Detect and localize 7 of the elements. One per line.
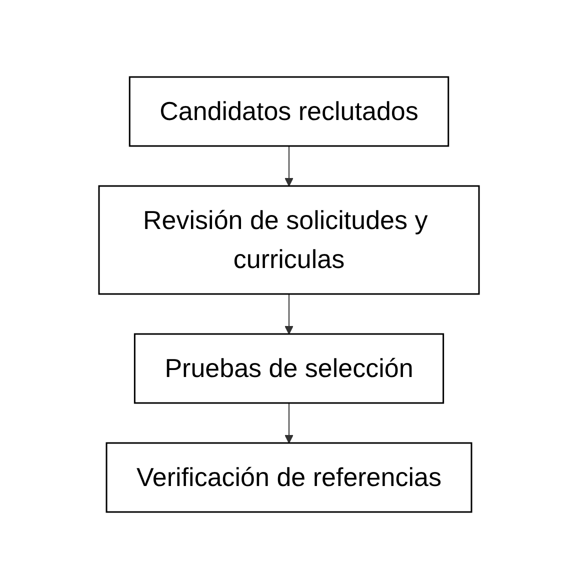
arrow bbox=[284, 293, 293, 334]
node-box: Pruebas de selección bbox=[133, 332, 444, 404]
arrow bbox=[284, 402, 293, 443]
arrow bbox=[284, 145, 293, 186]
node-box: Verificación de referencias bbox=[105, 442, 472, 512]
node-box: Candidatos reclutados bbox=[128, 76, 449, 146]
node-box: Revisión de solicitudes y curriculas bbox=[98, 184, 480, 294]
